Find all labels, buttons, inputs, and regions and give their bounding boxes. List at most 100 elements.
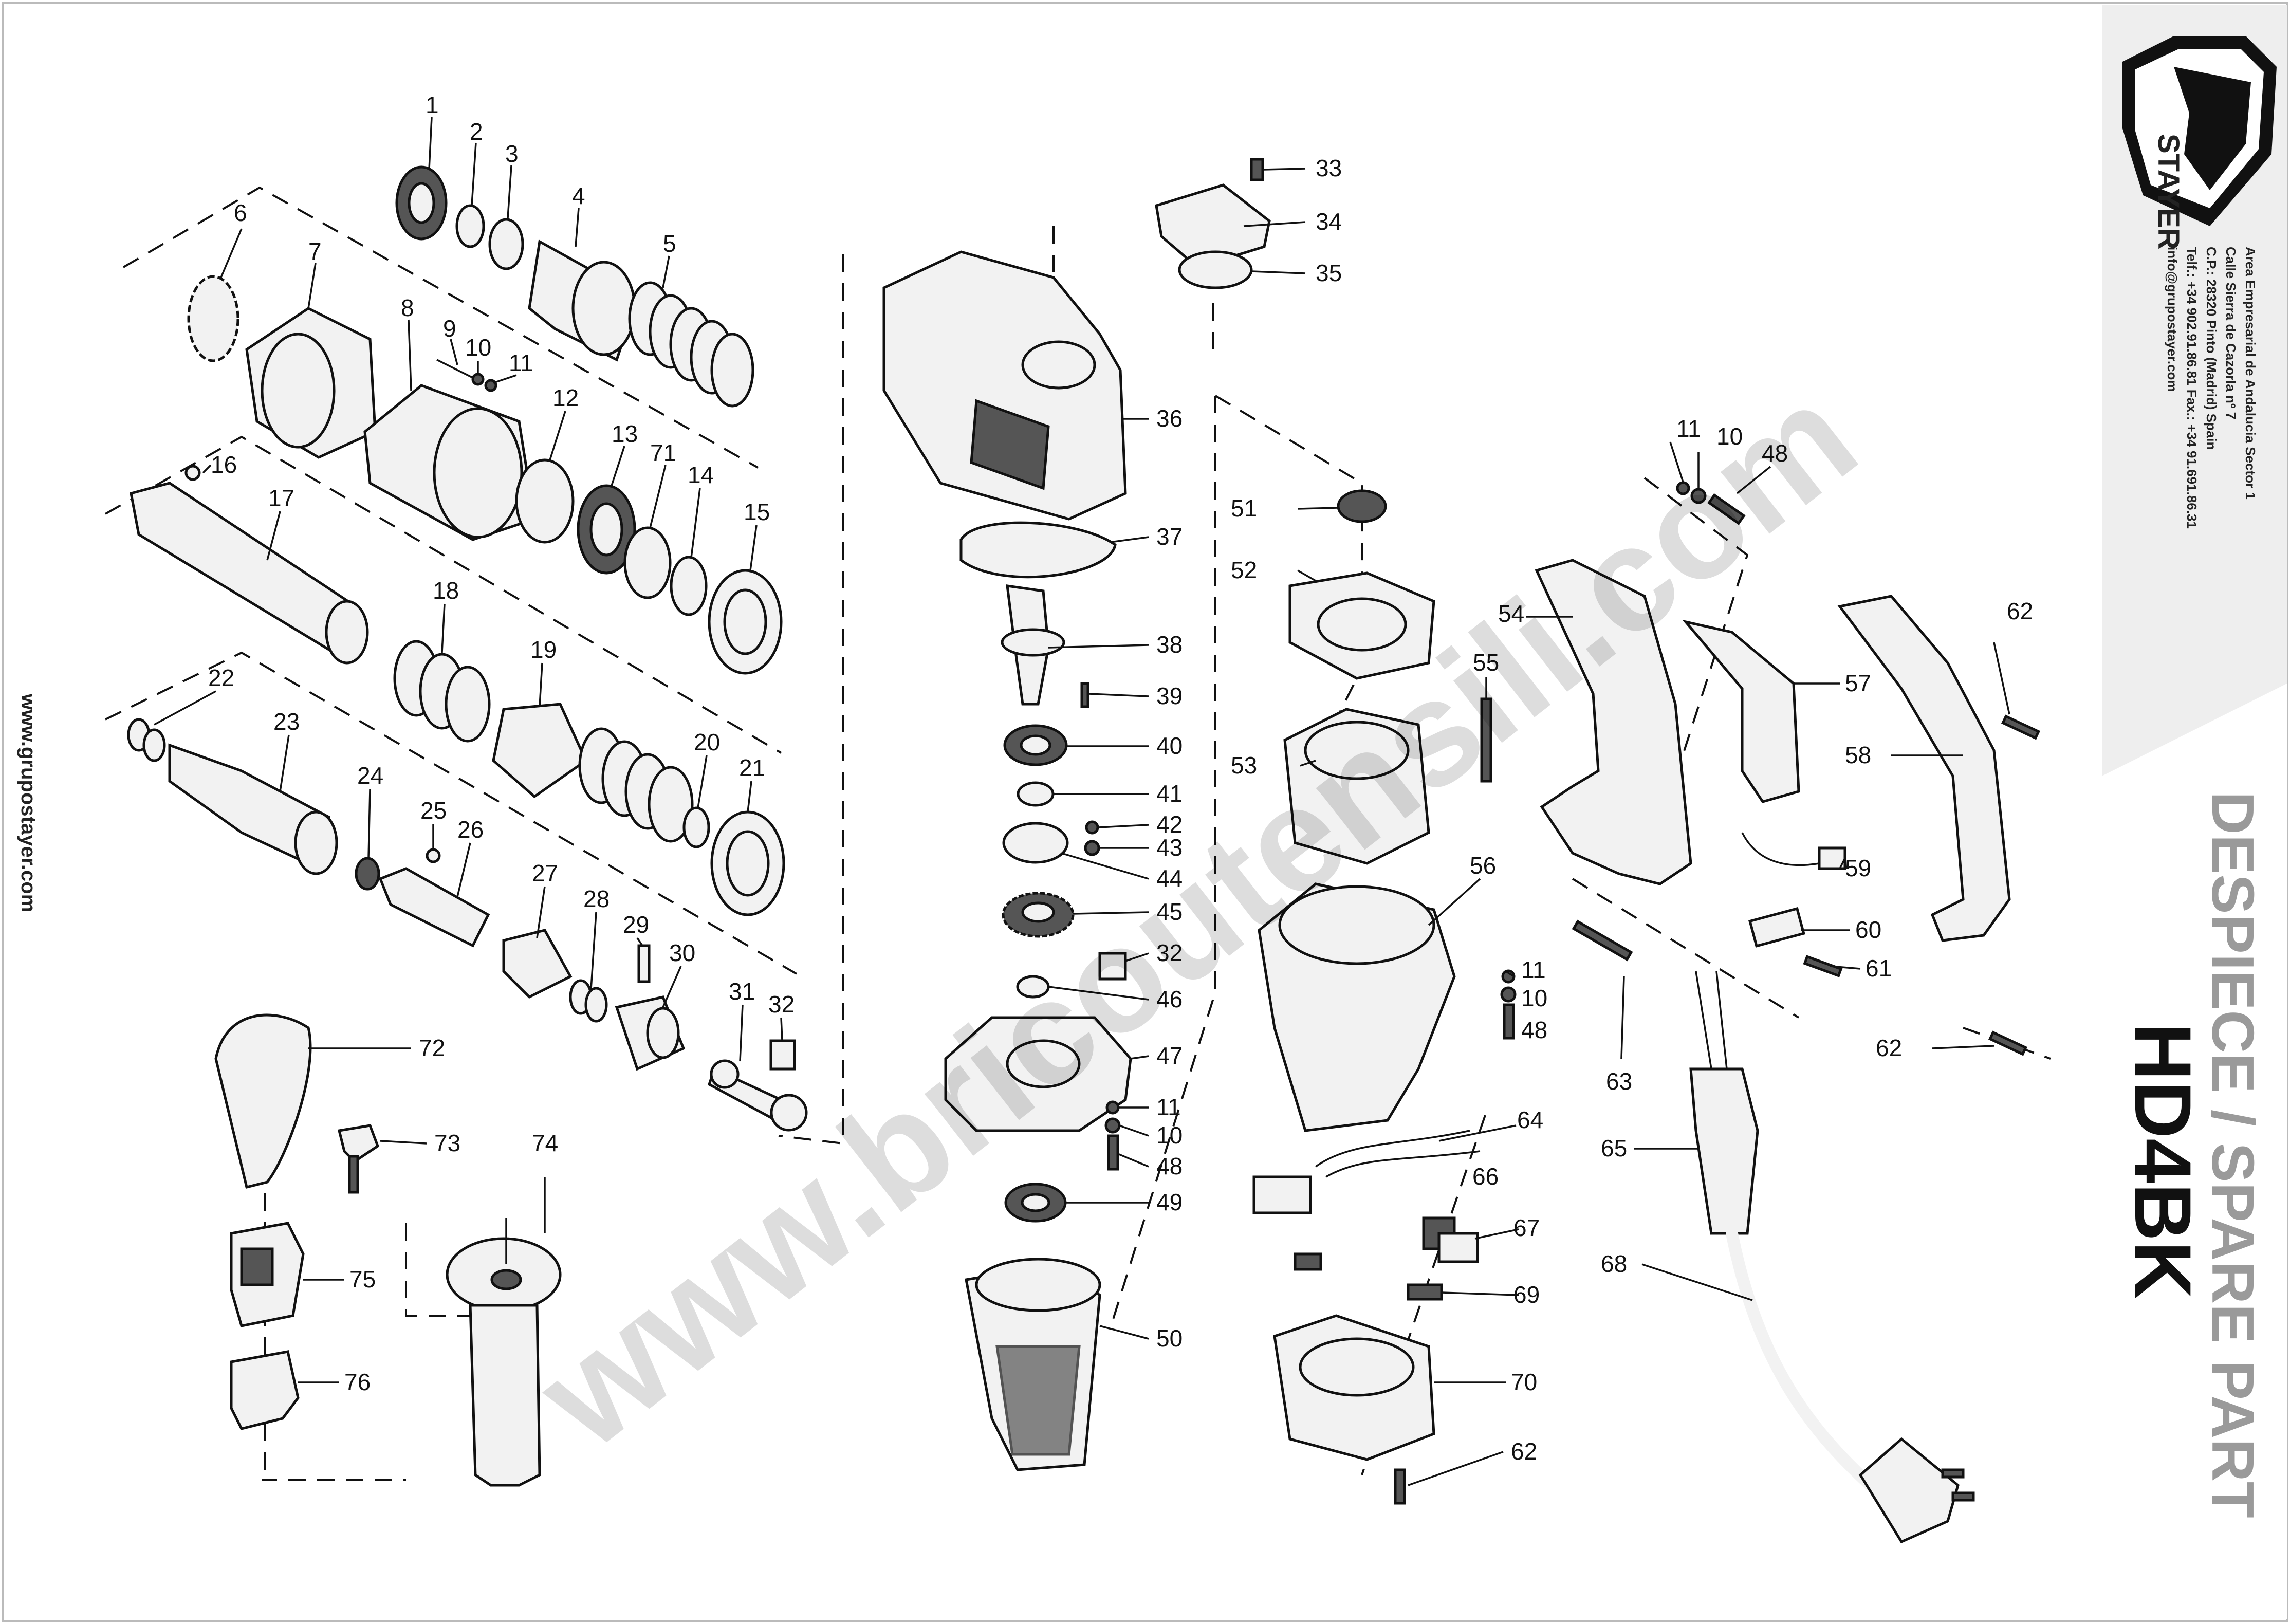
part-label-23: 23 — [273, 708, 300, 735]
part-24-shape — [355, 857, 380, 891]
part-label-24: 24 — [357, 762, 383, 789]
part-60-shape — [1748, 907, 1805, 948]
part-68-plug — [1858, 1437, 1960, 1544]
part-label-68: 68 — [1601, 1250, 1627, 1277]
part-label-41: 41 — [1156, 780, 1183, 807]
part-label-61: 61 — [1866, 955, 1892, 982]
part-label-10d: 10 — [1716, 423, 1743, 450]
part-label-48a: 48 — [1156, 1153, 1183, 1179]
part-44-shape — [1002, 822, 1069, 864]
part-label-45: 45 — [1156, 898, 1183, 925]
part-label-1: 1 — [426, 91, 439, 118]
part-label-40: 40 — [1156, 732, 1183, 759]
part-label-44: 44 — [1156, 865, 1183, 892]
address-line-3: C.P.: 28320 Pinto (Madrid) Spain — [2204, 247, 2219, 450]
part-61-shape — [1803, 955, 1843, 977]
address-line-2: Calle Sierra de Cazorla nº 7 — [2223, 247, 2239, 419]
part-label-11a: 11 — [509, 349, 533, 376]
part-label-60: 60 — [1855, 916, 1881, 943]
part-label-32a: 32 — [768, 991, 795, 1018]
part-label-27: 27 — [532, 860, 558, 887]
part-3-shape — [488, 218, 524, 270]
part-label-13: 13 — [612, 420, 638, 447]
part-64-block — [1252, 1175, 1312, 1214]
part-62b-shape — [1988, 1030, 2028, 1056]
part-label-42: 42 — [1156, 811, 1183, 838]
part-32b-shape — [1098, 952, 1127, 981]
part-label-31: 31 — [729, 978, 755, 1005]
part-26-shape — [378, 867, 490, 948]
part-label-19: 19 — [530, 636, 557, 663]
part-36-shape — [882, 250, 1127, 521]
part-label-62b: 62 — [1876, 1035, 1902, 1061]
part-label-5: 5 — [663, 230, 676, 257]
part-57-shape — [1682, 619, 1800, 803]
part-34-shape — [1155, 183, 1271, 269]
part-label-59: 59 — [1845, 855, 1871, 881]
part-label-4: 4 — [572, 182, 585, 209]
piston-assembly-parts — [127, 718, 808, 1132]
logo-text: STAYER — [2152, 134, 2185, 250]
part-label-39: 39 — [1156, 682, 1183, 709]
part-label-53: 53 — [1231, 752, 1257, 779]
part-label-37: 37 — [1156, 523, 1183, 550]
part-label-11b: 11 — [1156, 1094, 1181, 1120]
part-label-67: 67 — [1513, 1214, 1540, 1241]
part-label-2: 2 — [470, 118, 483, 145]
part-label-75: 75 — [349, 1266, 376, 1293]
part-label-33: 33 — [1316, 155, 1342, 181]
part-label-8: 8 — [401, 294, 414, 321]
address-line-1: Area Empresarial de Andalucia Sector 1 — [2243, 247, 2258, 500]
part-label-16: 16 — [211, 451, 237, 478]
part-label-18: 18 — [433, 577, 459, 604]
part-label-73: 73 — [434, 1130, 460, 1156]
part-39-shape — [1080, 682, 1089, 708]
part-35-shape — [1178, 250, 1253, 289]
part-label-62a: 62 — [2007, 598, 2033, 624]
part-label-50: 50 — [1156, 1325, 1183, 1352]
part-76-shape — [230, 1350, 300, 1430]
part-14-shape — [670, 556, 708, 616]
part-label-55: 55 — [1473, 649, 1499, 676]
part-label-43: 43 — [1156, 834, 1183, 861]
part-label-47: 47 — [1156, 1042, 1183, 1069]
part-6-shape — [187, 275, 239, 362]
part-label-11d: 11 — [1676, 415, 1701, 442]
part-label-69: 69 — [1513, 1281, 1540, 1308]
part-62a-shape — [2001, 714, 2041, 740]
part-37-shape — [959, 521, 1117, 579]
part-54-shape — [1535, 559, 1692, 885]
part-label-35: 35 — [1316, 260, 1342, 286]
leader-lines — [154, 117, 2010, 1486]
part-label-66: 66 — [1472, 1163, 1499, 1190]
part-19-shape — [492, 703, 588, 799]
part-label-25: 25 — [420, 797, 447, 824]
part-label-46: 46 — [1156, 986, 1183, 1012]
part-label-21: 21 — [739, 754, 765, 781]
part-2-shape — [455, 204, 485, 248]
part-number-labels: 1 2 3 4 5 6 7 8 9 10 11 12 13 71 14 15 1… — [208, 91, 2033, 1465]
part-label-36: 36 — [1156, 405, 1183, 432]
part-label-10a: 10 — [465, 334, 491, 361]
gear-housing-parts — [882, 158, 1271, 1471]
part-label-17: 17 — [268, 485, 294, 511]
part-label-22: 22 — [208, 665, 234, 691]
part-label-63: 63 — [1606, 1068, 1632, 1095]
chuck-assembly-parts — [130, 165, 785, 916]
part-label-56: 56 — [1470, 852, 1496, 879]
part-72-shape — [214, 1013, 312, 1189]
website-text: www.grupostayer.com — [17, 693, 40, 912]
part-5-shape — [628, 281, 754, 408]
part-label-71: 71 — [650, 439, 676, 466]
part-label-49: 49 — [1156, 1189, 1183, 1215]
part-label-10c: 10 — [1521, 985, 1547, 1011]
part-label-15: 15 — [744, 499, 770, 525]
part-label-30: 30 — [669, 939, 695, 966]
part-51-shape — [1337, 489, 1387, 523]
info-panel-shade — [2102, 5, 2287, 776]
address-line-5: info@grupostayer.com — [2165, 247, 2180, 392]
part-18-shape — [393, 640, 491, 743]
part-label-74: 74 — [532, 1130, 558, 1156]
